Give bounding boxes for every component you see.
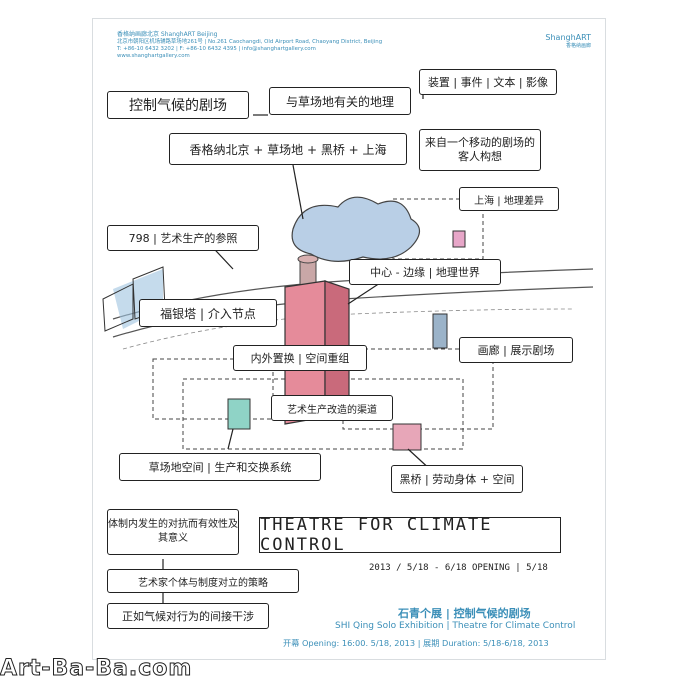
exhibition-poster: 香格纳画廊北京 ShanghART Beijing 北京市朝阳区机场辅路草场地2… — [92, 18, 606, 660]
exhibition-dates: 2013 / 5/18 - 6/18 OPENING | 5/18 — [369, 563, 548, 573]
footer-cn-title: 石青个展 | 控制气候的剧场 — [398, 607, 531, 620]
label-installation-media: 装置 | 事件 | 文本 | 影像 — [419, 69, 557, 95]
logo-subtext: 香格纳画廊 — [565, 43, 591, 49]
label-control-theatre: 控制气候的剧场 — [107, 91, 249, 119]
gallery-name: 香格纳画廊北京 ShanghART Beijing — [117, 31, 218, 38]
label-conflict: 体制内发生的对抗而有效性及其意义 — [107, 509, 239, 555]
label-gallery-theatre: 画廊 | 展示剧场 — [459, 337, 573, 363]
logo-text: ShanghART — [545, 33, 591, 42]
label-heiqiao: 黑桥 | 劳动身体 + 空间 — [391, 465, 523, 493]
address-line: 北京市朝阳区机场辅路草场地261号 | No.261 Caochangdi, O… — [117, 39, 383, 45]
label-correcting: 正如气候对行为的间接干涉 — [107, 603, 269, 629]
label-mobile-theatre: 来自一个移动的剧场的客人构想 — [419, 129, 541, 171]
exhibition-title: THEATRE FOR CLIMATE CONTROL — [259, 515, 561, 555]
label-art-production-path: 艺术生产改造的渠道 — [271, 395, 393, 421]
label-artist-individual: 艺术家个体与制度对立的策略 — [107, 569, 299, 593]
gallery-address-block: 北京市朝阳区机场辅路草场地261号 | No.261 Caochangdi, O… — [117, 39, 417, 60]
label-inner-outer: 内外置换 | 空间重组 — [233, 345, 367, 371]
website-line: www.shanghartgallery.com — [117, 53, 190, 59]
contact-line: T: +86-10 6432 3202 | F: +86-10 6432 439… — [117, 46, 316, 52]
gallery-logo: ShanghART 香格纳画廊 — [545, 33, 591, 49]
label-caochangdi-space: 草场地空间 | 生产和交换系统 — [119, 453, 321, 481]
label-caochangdi-geography: 与草场地有关的地理 — [269, 87, 411, 115]
label-fuyin-tower: 福银塔 | 介入节点 — [139, 299, 277, 327]
label-798: 798 | 艺术生产的参照 — [107, 225, 259, 251]
label-center-edge: 中心 - 边缘 | 地理世界 — [349, 259, 501, 285]
label-cities: 香格纳北京 + 草场地 + 黑桥 + 上海 — [169, 133, 407, 165]
footer-duration: 开幕 Opening: 16:00. 5/18, 2013 | 展期 Durat… — [283, 638, 549, 648]
watermark: Art-Ba-Ba.com — [0, 656, 193, 682]
footer-en-title: SHI Qing Solo Exhibition | Theatre for C… — [335, 621, 576, 631]
label-shanghai: 上海 | 地理差异 — [459, 187, 559, 211]
